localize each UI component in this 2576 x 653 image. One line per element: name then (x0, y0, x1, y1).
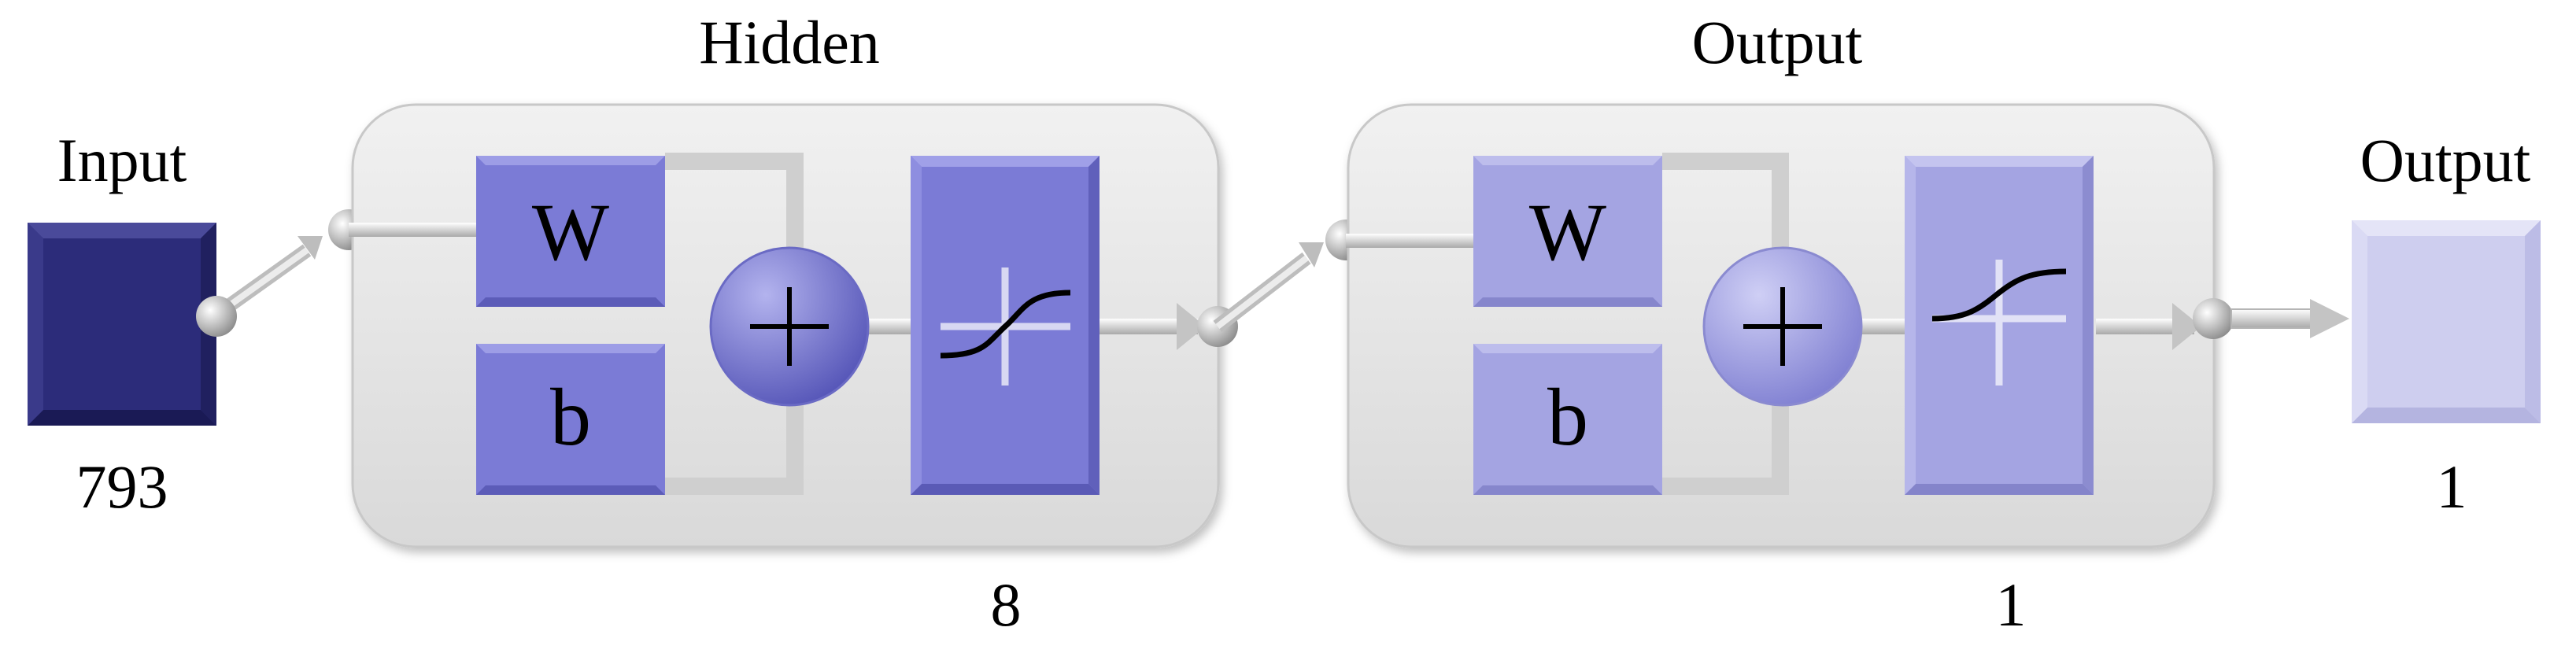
sum-icon (709, 246, 870, 407)
connector-dot-icon (196, 296, 237, 337)
hidden-layer-title: Hidden (699, 8, 880, 76)
output-layer-pipes (1346, 153, 2201, 495)
hidden-bias-label: b (550, 372, 591, 463)
input-title: Input (57, 126, 187, 194)
output-title: Output (2360, 126, 2531, 194)
hidden-bias-block (476, 344, 665, 495)
output-layer-size: 1 (1996, 570, 2027, 639)
output-block (2352, 220, 2541, 423)
tansig-curve-icon (940, 267, 1071, 386)
output-layer-title: Output (1692, 8, 1863, 76)
input-connector-arrow (212, 236, 323, 321)
output-bias-block (1473, 344, 1662, 495)
output-weight-label: W (1529, 187, 1606, 278)
hidden-layer-size: 8 (991, 570, 1022, 639)
input-block (28, 223, 216, 426)
hidden-weight-block (476, 156, 665, 307)
output-weight-block (1473, 156, 1662, 307)
hidden-output-connector-arrow (1213, 242, 1324, 333)
linear-curve-icon (1931, 260, 2067, 386)
connector-dot-icon (2193, 298, 2234, 339)
input-size: 793 (76, 452, 168, 521)
final-connector-arrow (2230, 299, 2349, 338)
sum-icon (1702, 246, 1863, 407)
hidden-weight-label: W (532, 187, 609, 278)
output-size: 1 (2437, 452, 2467, 521)
output-bias-label: b (1547, 372, 1588, 463)
hidden-layer-pipes (349, 153, 1206, 495)
